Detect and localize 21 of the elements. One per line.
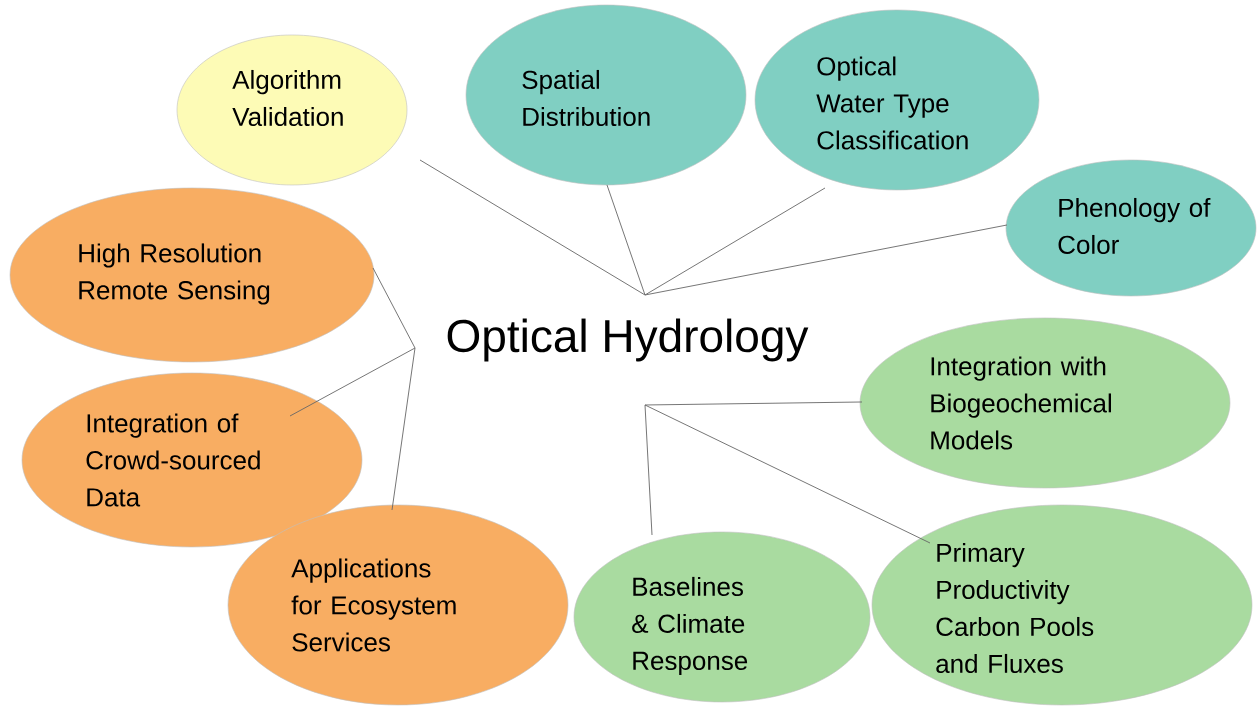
ellipse-node: Baselines & Climate Response — [573, 531, 871, 703]
connector-line — [289, 347, 416, 417]
ellipse-node: Algorithm Validation — [176, 34, 408, 186]
connector-line — [644, 404, 653, 536]
connector-line — [644, 401, 863, 406]
ellipse-node: Applications for Ecosystem Services — [227, 504, 569, 706]
connector-line — [419, 159, 646, 296]
ellipse-node: High Resolution Remote Sensing — [9, 187, 375, 363]
ellipse-node: Phenology of Color — [1005, 159, 1257, 297]
ellipse-node: Optical Water Type Classification — [754, 9, 1040, 191]
ellipse-node: Integration of Crowd-sourced Data — [21, 372, 363, 548]
ellipse-node: Spatial Distribution — [465, 4, 747, 186]
connector-line — [644, 224, 1008, 296]
ellipse-node: Integration with Biogeochemical Models — [859, 317, 1231, 489]
connector-line — [606, 184, 646, 296]
connector-line — [372, 267, 416, 349]
connector-line — [391, 347, 416, 511]
title: Optical Hydrology — [447, 318, 809, 362]
connector-line — [644, 404, 931, 544]
connector-line — [644, 187, 826, 296]
ellipse-node: Primary Productivity Carbon Pools and Fluxes — [871, 504, 1253, 706]
